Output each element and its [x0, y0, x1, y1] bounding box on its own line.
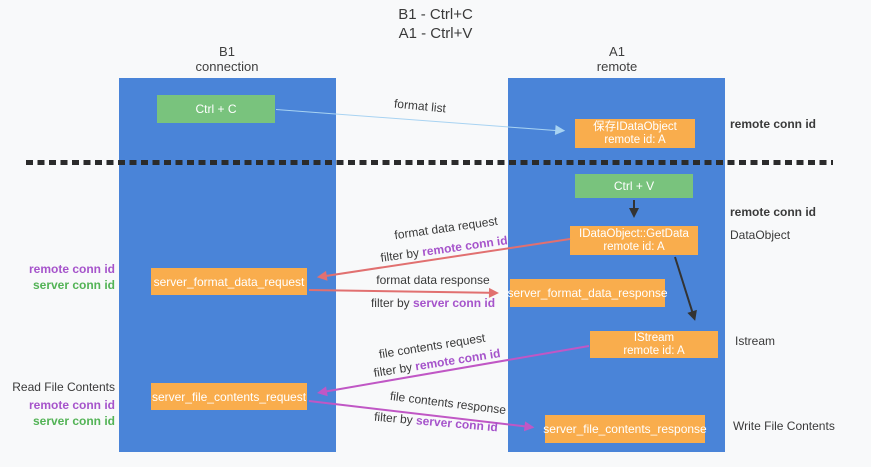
label-read-file-contents: Read File Contents	[12, 380, 115, 394]
node-ctrl-v: Ctrl + V	[575, 174, 693, 198]
save-idataobject-line1: 保存IDataObject	[593, 120, 677, 133]
save-idataobject-line2: remote id: A	[604, 133, 666, 146]
label-remote-conn-id-right-1: remote conn id	[730, 117, 817, 131]
server-format-data-response-label: server_format_data_response	[507, 286, 668, 300]
label-istream: Istream	[735, 334, 776, 348]
label-write-file-contents: Write File Contents	[733, 419, 835, 433]
istream-line2: remote id: A	[623, 344, 685, 357]
label-format-data-response: format data response	[376, 273, 490, 287]
idataobject-getdata-line1: IDataObject::GetData	[579, 227, 689, 240]
title-line-2: A1 - Ctrl+V	[398, 25, 473, 42]
server-conn-id-text: server conn id	[415, 413, 499, 435]
node-istream: IStream remote id: A	[590, 331, 718, 358]
lane-header-a1: A1 remote	[547, 44, 687, 74]
node-idataobject-getdata: IDataObject::GetData remote id: A	[570, 226, 698, 255]
label-remote-conn-id-left-2: remote conn id	[28, 398, 115, 412]
node-server-file-contents-request: server_file_contents_request	[151, 383, 307, 410]
server-file-contents-response-label: server_file_contents_response	[543, 422, 707, 436]
lane-b1-role: connection	[195, 59, 259, 74]
node-server-file-contents-response: server_file_contents_response	[543, 415, 707, 443]
label-format-list: format list	[393, 96, 447, 116]
server-conn-id-text: server conn id	[413, 296, 496, 310]
left-conn-id-group: remote conn id server conn id	[10, 261, 115, 293]
label-remote-conn-id-right-2: remote conn id	[730, 205, 817, 219]
idataobject-getdata-line2: remote id: A	[603, 240, 665, 253]
filter-by-text: filter by	[370, 296, 410, 310]
server-format-data-request-label: server_format_data_request	[153, 274, 305, 289]
arrow-format-data-response	[308, 289, 496, 294]
diagram-title: B1 - Ctrl+C A1 - Ctrl+V	[0, 5, 871, 43]
arrow-ctrl-v-to-getdata	[633, 200, 635, 215]
server-file-contents-request-label: server_file_contents_request	[151, 389, 307, 404]
dashed-separator	[26, 160, 833, 165]
label-dataobject: DataObject	[730, 228, 791, 242]
label-server-conn-id-left-1: server conn id	[32, 278, 115, 292]
istream-line1: IStream	[633, 331, 675, 344]
node-save-idataobject: 保存IDataObject remote id: A	[575, 119, 695, 148]
lane-header-b1: B1 connection	[157, 44, 297, 74]
left-file-group: Read File Contents remote conn id server…	[10, 379, 115, 429]
ctrl-c-label: Ctrl + C	[195, 102, 237, 116]
lane-a1-name: A1	[609, 44, 625, 59]
label-server-conn-id-left-2: server conn id	[32, 414, 115, 428]
ctrl-v-label: Ctrl + V	[613, 179, 655, 193]
node-server-format-data-request: server_format_data_request	[151, 268, 307, 295]
filter-by-text: filter by	[373, 409, 414, 427]
label-remote-conn-id-left-1: remote conn id	[28, 262, 115, 276]
lane-b1-name: B1	[219, 44, 235, 59]
lane-a1-role: remote	[596, 59, 638, 74]
label-filter-server-1: filter by server conn id	[371, 296, 495, 310]
node-ctrl-c: Ctrl + C	[157, 95, 275, 123]
node-server-format-data-response: server_format_data_response	[507, 279, 668, 307]
title-line-1: B1 - Ctrl+C	[398, 6, 473, 23]
